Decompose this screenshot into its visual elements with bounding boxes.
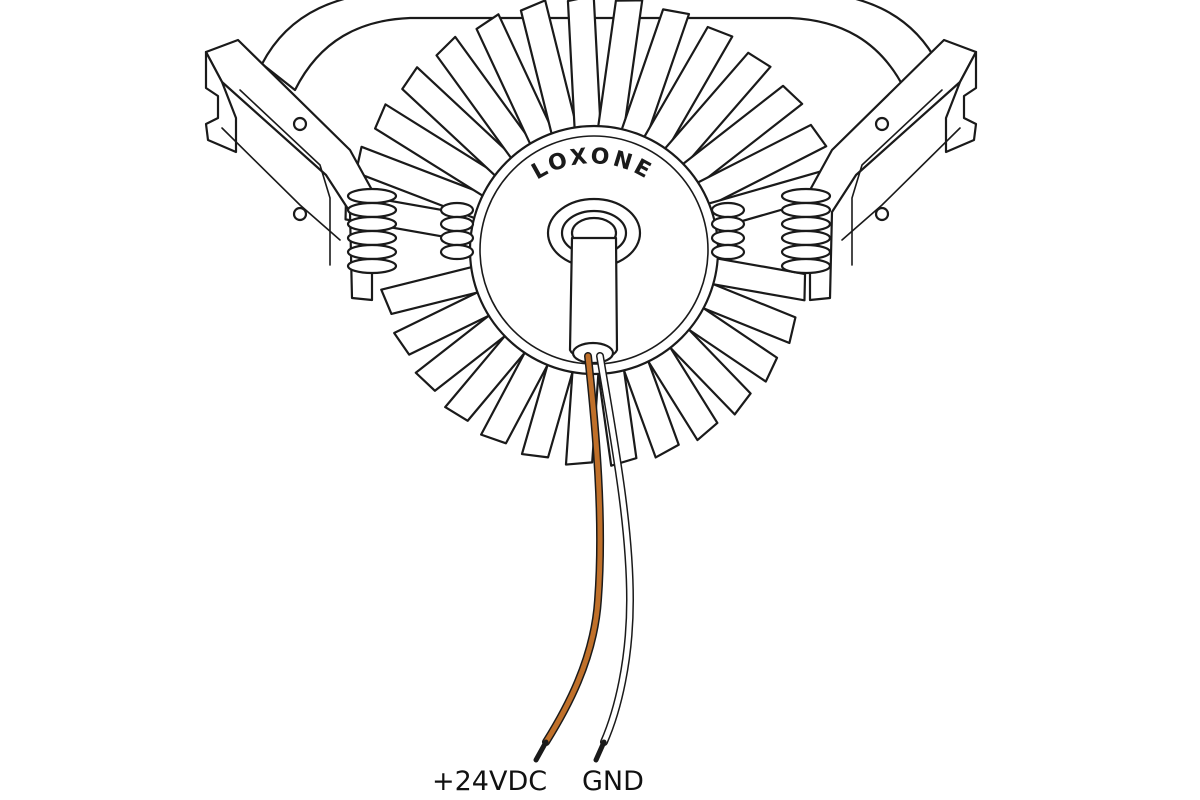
heat-sink-fin xyxy=(393,288,495,356)
coil-left-icon xyxy=(439,201,475,261)
heat-sink-fin xyxy=(414,311,511,392)
heat-sink-fin xyxy=(692,123,828,210)
spring-turn xyxy=(346,215,398,233)
spring-turn xyxy=(780,257,832,275)
heat-sink-fin xyxy=(519,0,580,140)
spring-turn xyxy=(710,243,746,261)
heat-sink-fin xyxy=(596,0,644,137)
heat-sink-fin xyxy=(354,145,490,221)
wire-positive xyxy=(543,353,603,745)
spring-turn xyxy=(439,229,475,247)
spring-turn xyxy=(710,229,746,247)
mounting-clip-left-icon xyxy=(204,38,374,302)
heat-sink-fin xyxy=(401,66,518,181)
heat-sink-fin xyxy=(660,51,772,171)
spring-turn xyxy=(346,243,398,261)
heat-sink-fin xyxy=(520,358,576,459)
spring-turn xyxy=(710,201,746,219)
spring-turn xyxy=(780,201,832,219)
spring-turn xyxy=(346,201,398,219)
spring-turn xyxy=(780,229,832,247)
heat-sink-fin xyxy=(373,103,502,200)
heat-sink-fins xyxy=(344,0,843,467)
wire-label-positive: +24VDC xyxy=(432,766,548,797)
spring-turn xyxy=(346,229,398,247)
housing-rim xyxy=(260,0,940,92)
mounting-clip-right-icon xyxy=(808,38,978,302)
heat-sink-fin xyxy=(619,8,691,144)
heat-sink-fin xyxy=(480,346,552,445)
heat-sink-fin xyxy=(677,84,804,189)
torsion-spring-left-icon xyxy=(346,187,398,275)
heat-sink-fin xyxy=(706,256,807,302)
spring-turn xyxy=(439,215,475,233)
wire-positive-tip xyxy=(533,739,549,763)
spring-turn xyxy=(780,187,832,205)
heat-sink-fin xyxy=(444,330,530,422)
heat-sink-fin xyxy=(621,355,680,459)
torsion-spring-right-icon xyxy=(780,187,832,275)
coil-right-icon xyxy=(710,201,746,261)
wire-label-ground: GND xyxy=(582,766,644,797)
spring-turn xyxy=(780,243,832,261)
spring-turn xyxy=(710,215,746,233)
heat-sink-fin xyxy=(380,264,484,316)
spring-turn xyxy=(439,243,475,261)
spring-turn xyxy=(780,215,832,233)
cable-sleeve xyxy=(568,236,619,361)
wire-ground xyxy=(597,353,633,745)
heat-sink-fin xyxy=(665,324,752,416)
spring-turn xyxy=(439,201,475,219)
wire-ground-tip xyxy=(593,739,607,763)
spring-turn xyxy=(346,257,398,275)
heat-sink-fin xyxy=(435,35,537,164)
heat-sink-fin xyxy=(566,0,602,134)
heat-sink-fin xyxy=(640,25,734,156)
heat-sink-fin xyxy=(644,342,719,442)
spring-turn xyxy=(346,187,398,205)
heat-sink-fin xyxy=(683,304,779,383)
heat-sink-fin xyxy=(697,281,797,345)
cable-sleeve-end xyxy=(571,341,615,365)
heat-sink-fin xyxy=(475,13,558,150)
